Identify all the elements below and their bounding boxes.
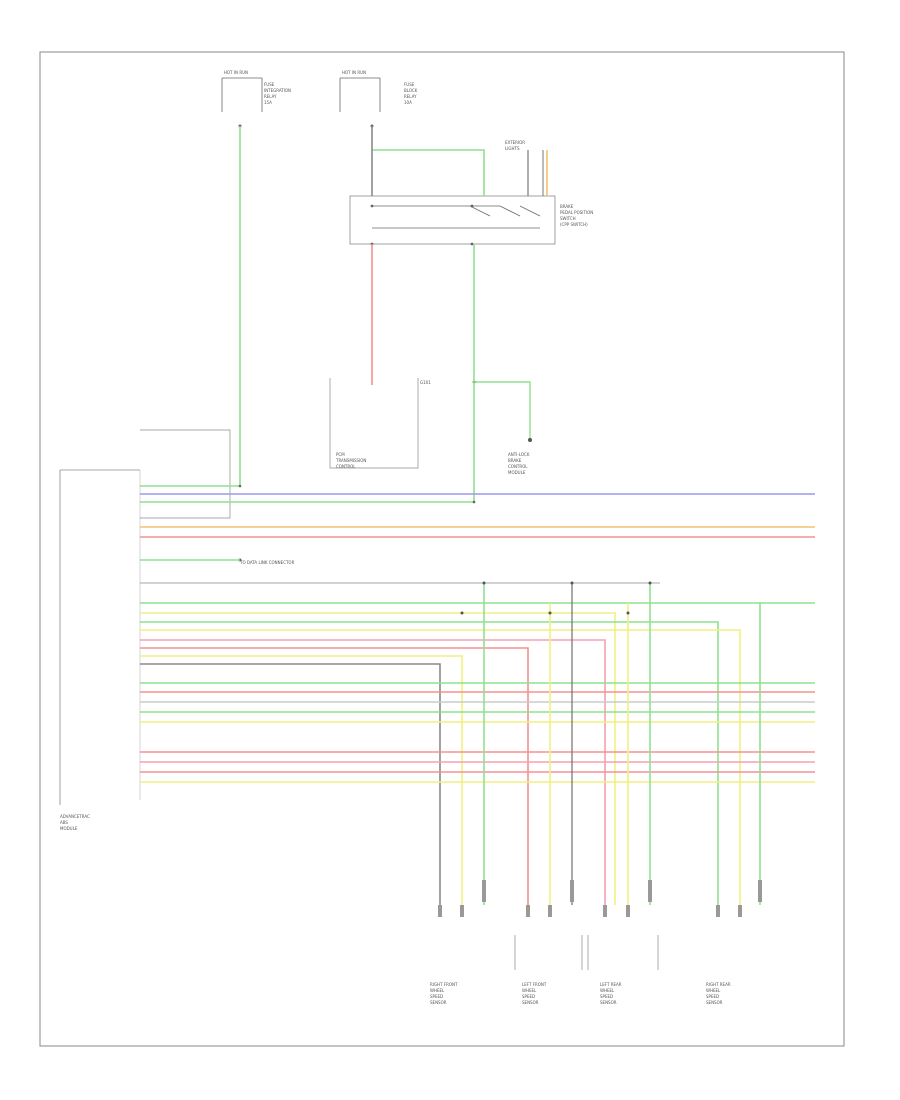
wire-fuse1-green (140, 126, 241, 487)
wire-sensor-yellow-2 (140, 629, 741, 905)
module-label-1: ANTI-LOCK (508, 452, 530, 457)
sensor-label-lr: LEFT REAR WHEEL SPEED SENSOR (600, 982, 622, 1005)
sensor-label-lf: LEFT FRONT WHEEL SPEED SENSOR (522, 982, 547, 1005)
sensor-label-rr: RIGHT REAR WHEEL SPEED SENSOR (706, 982, 731, 1005)
sensor-rf-l3: SPEED (430, 994, 443, 999)
exterior-lights-connector: EXTERIOR LIGHTS (505, 140, 548, 196)
sensor-lf-l1: LEFT FRONT (522, 982, 547, 987)
fuse-box-1-line-3: RELAY (264, 94, 277, 99)
transmission-control-box: PCM TRANSMISSION CONTROL (329, 378, 419, 469)
diagram-frame (39, 51, 845, 1047)
fuse-box-2-title: HOT IN RUN (342, 70, 366, 75)
sensor-rr-l3: SPEED (706, 994, 719, 999)
wire-sensor-red-1 (140, 647, 529, 905)
brake-switch-module: BRAKE PEDAL POSITION SWITCH (CPP SWITCH) (349, 195, 593, 246)
junction-label-2: LIGHTS (505, 146, 520, 151)
wire-sensor-gray-1 (140, 663, 441, 905)
switch-label-4: (CPP SWITCH) (560, 222, 588, 227)
splice-points (238, 484, 652, 615)
sensor-connectors (438, 880, 762, 970)
fuse-box-1-line-4: 15A (264, 100, 272, 105)
sensor-lr-l4: SENSOR (600, 1000, 617, 1005)
main-module-label-3: MODULE (60, 826, 78, 831)
junction-label-1: EXTERIOR (505, 140, 525, 145)
sensor-rr-l4: SENSOR (706, 1000, 723, 1005)
fuse-box-2-line-2: BLOCK (404, 88, 418, 93)
sensor-rf-l2: WHEEL (430, 988, 445, 993)
module-label-2: BRAKE (508, 458, 522, 463)
wire-sensor-yellow-3 (140, 655, 463, 905)
module-label-4: MODULE (508, 470, 526, 475)
sensor-rr-l1: RIGHT REAR (706, 982, 731, 987)
sensor-lr-l1: LEFT REAR (600, 982, 622, 987)
sensor-lr-l2: WHEEL (600, 988, 615, 993)
sensor-lf-l3: SPEED (522, 994, 535, 999)
sensor-lr-l3: SPEED (600, 994, 613, 999)
sensor-rf-l4: SENSOR (430, 1000, 447, 1005)
trans-label-1: PCM (336, 452, 345, 457)
fuse-box-2-line-3: RELAY (404, 94, 417, 99)
module-label-3: CONTROL (508, 464, 528, 469)
fuse-box-1-line-1: FUSE (264, 82, 275, 87)
sensor-lf-l2: WHEEL (522, 988, 537, 993)
note-label: TO DATA LINK CONNECTOR (239, 560, 295, 565)
wire-fuse2-green (372, 149, 485, 196)
fuse-box-2-line-4: 10A (404, 100, 412, 105)
fuse-box-2: HOT IN RUN FUSE BLOCK RELAY 10A (339, 70, 418, 128)
wire-switch-green (140, 244, 475, 503)
fuse-box-1-title: HOT IN RUN (224, 70, 248, 75)
main-module-label-1: ADVANCETRAC (60, 814, 90, 819)
wire-sensor-pink-1 (140, 639, 606, 905)
sensor-rf-l1: RIGHT FRONT (430, 982, 458, 987)
sensor-lf-l4: SENSOR (522, 1000, 539, 1005)
wire-sensor-yellow-1 (140, 612, 616, 905)
trans-label-2: TRANSMISSION (335, 458, 366, 463)
switch-label-3: SWITCH (560, 216, 576, 221)
fuse-box-1: HOT IN RUN FUSE INTEGRATION RELAY 15A (221, 70, 291, 128)
switch-label-2: PEDAL POSITION (560, 210, 593, 215)
sensor-rr-l2: WHEEL (706, 988, 721, 993)
fuse-box-2-line-1: FUSE (404, 82, 415, 87)
anti-lock-module: ANTI-LOCK BRAKE CONTROL MODULE (472, 380, 532, 475)
main-module-label-2: ABS (60, 820, 68, 825)
fuse-box-1-line-2: INTEGRATION (264, 88, 291, 93)
trans-label-3: CONTROL (336, 464, 356, 469)
sensor-label-rf: RIGHT FRONT WHEEL SPEED SENSOR (430, 982, 458, 1005)
ground-label: G101 (420, 380, 431, 385)
wire-sensor-green-2 (140, 621, 719, 905)
switch-label-1: BRAKE (560, 204, 574, 209)
